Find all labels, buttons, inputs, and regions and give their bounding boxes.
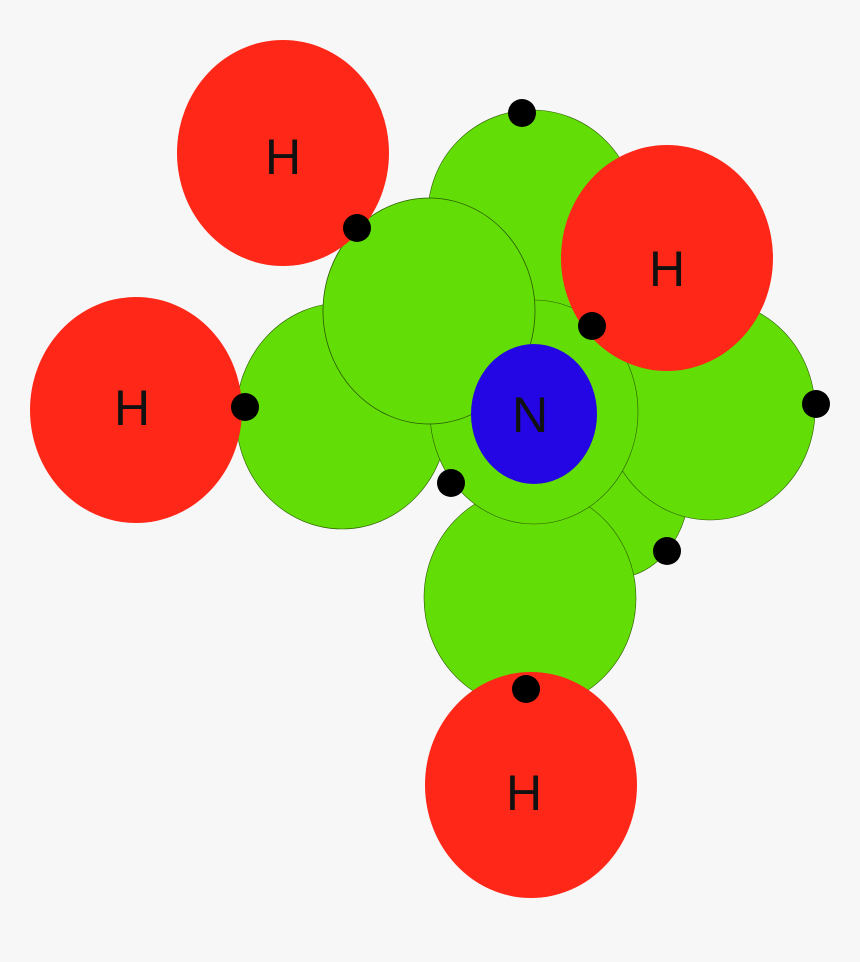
electron-dot (508, 99, 536, 127)
electron-dot (437, 469, 465, 497)
hydrogen-atom-upper-left (177, 40, 389, 266)
hydrogen-label: H (265, 129, 301, 185)
electron-dot (231, 393, 259, 421)
electron-dot (802, 390, 830, 418)
hydrogen-label: H (649, 241, 685, 297)
nitrogen-label: N (512, 387, 548, 443)
hydrogen-atom-bottom (425, 672, 637, 898)
hydrogen-atom-left (30, 297, 242, 523)
hydrogen-label: H (506, 765, 542, 821)
hydrogen-label: H (114, 380, 150, 436)
orbital-upper-left (322, 197, 536, 425)
electron-dot (343, 214, 371, 242)
electron-dot (578, 312, 606, 340)
electron-dot (512, 675, 540, 703)
electron-dot (653, 537, 681, 565)
nitrogen-atom (471, 344, 597, 484)
hydrogen-atom-upper-right (561, 145, 773, 371)
